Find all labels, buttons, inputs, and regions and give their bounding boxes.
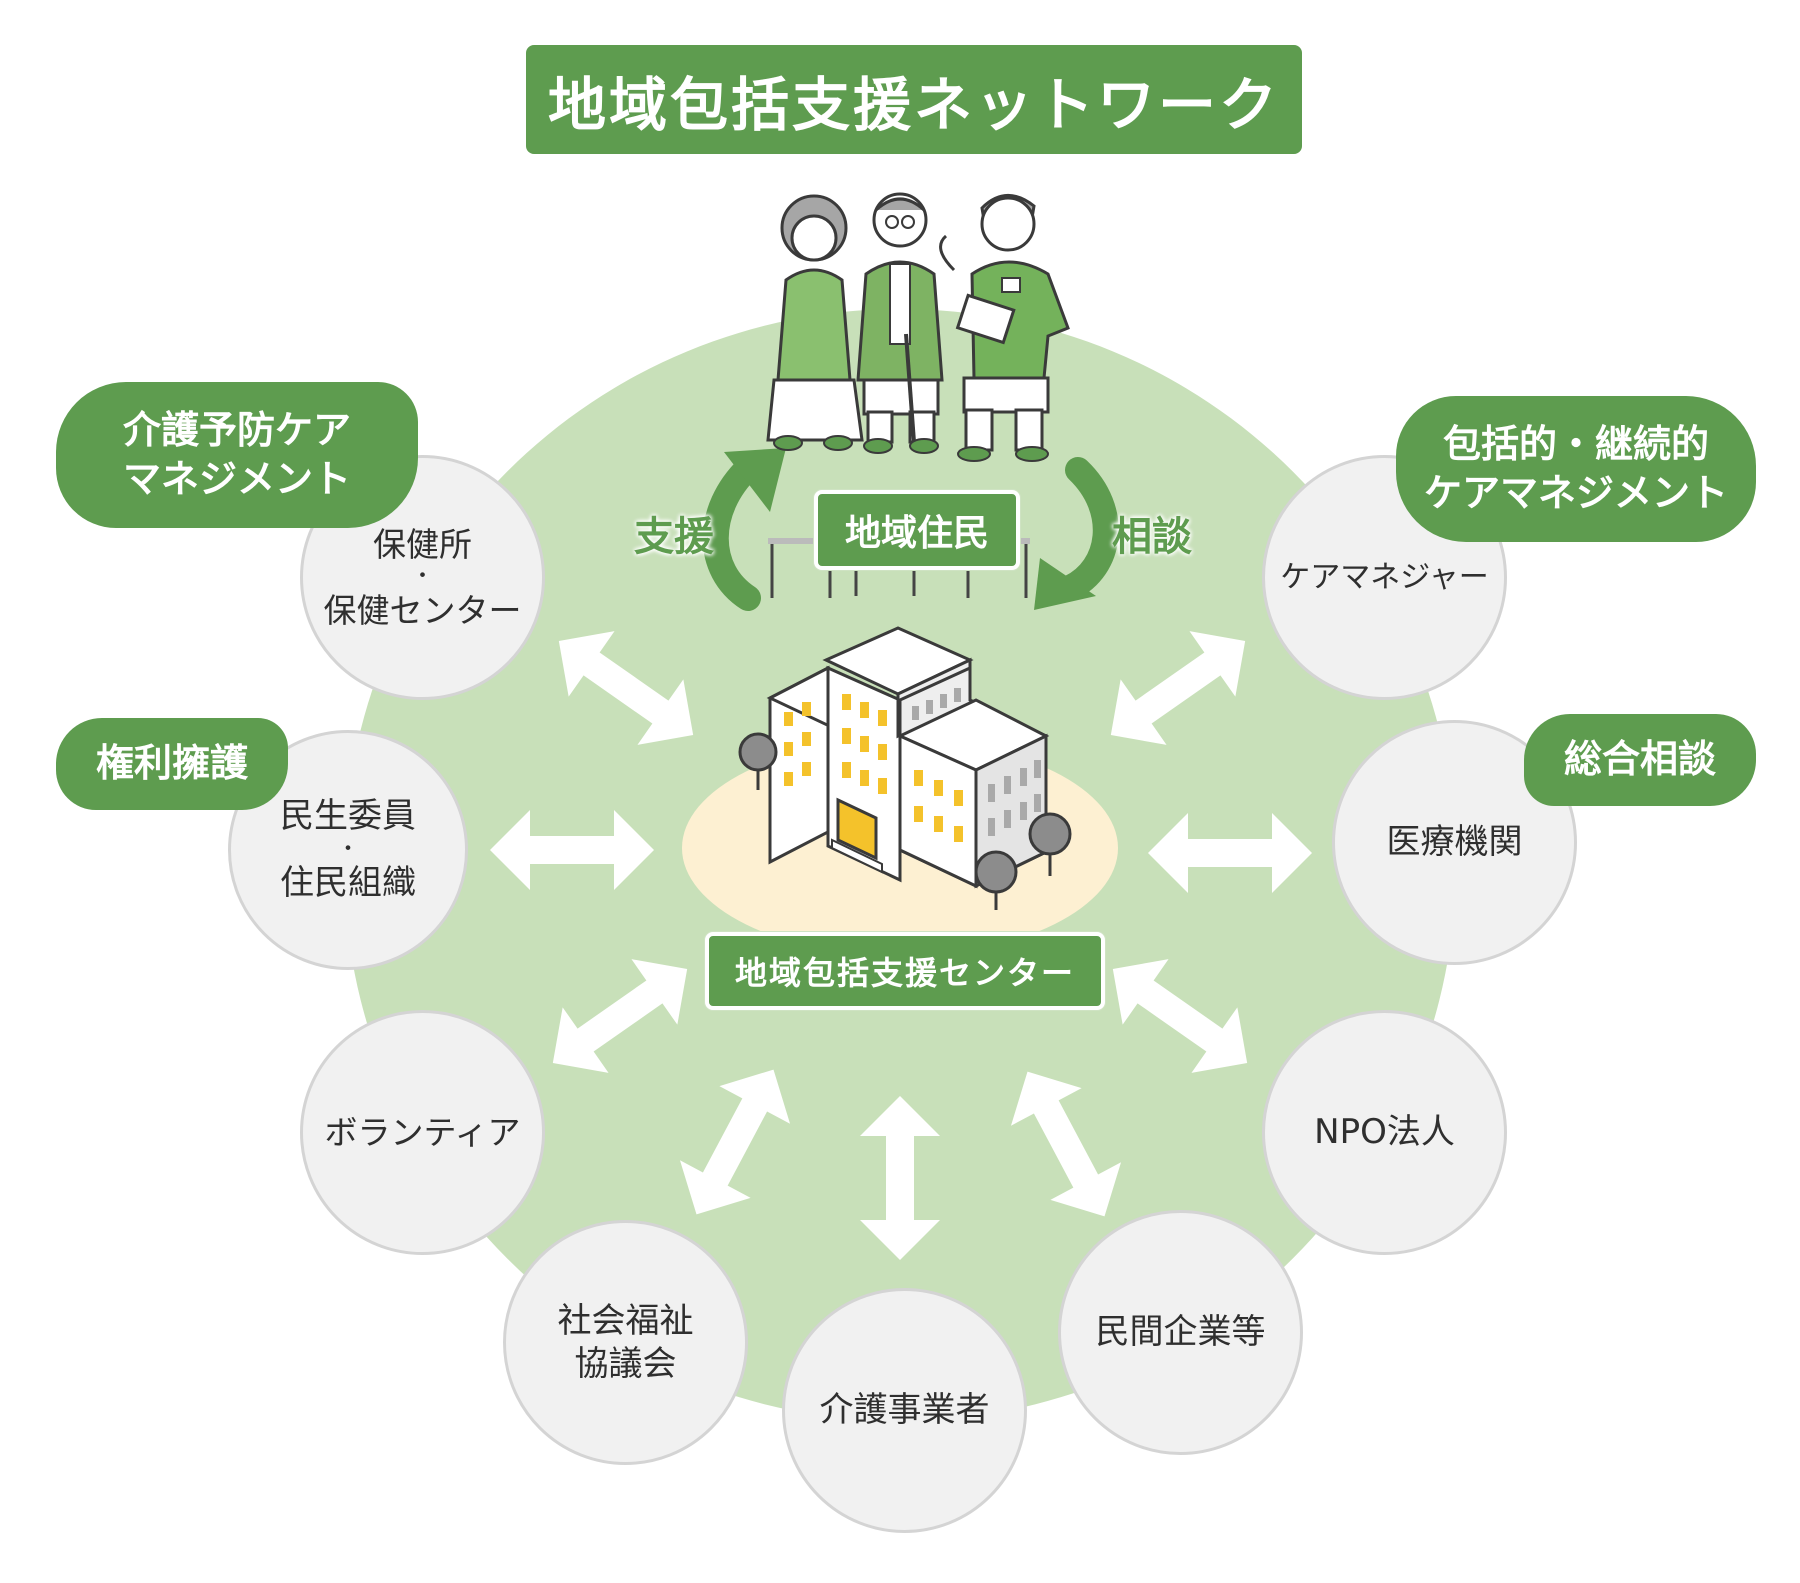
node-label: 医療機関	[1386, 822, 1523, 863]
node-label: 民間企業等	[1095, 1312, 1266, 1353]
comprehensive-care-bubble: 包括的・継続的 ケアマネジメント	[1396, 396, 1756, 542]
general-consultation-bubble: 総合相談	[1524, 714, 1756, 806]
node-label-separator: ・	[411, 564, 434, 590]
consult-arrow	[1034, 457, 1119, 610]
node-label: 民生委員	[280, 796, 416, 837]
node-label-separator: ・	[336, 836, 359, 862]
node-health-center: 保健所 ・ 保健センター	[300, 455, 545, 700]
bubble-label: マネジメント	[122, 457, 351, 501]
residents-label: 地域住民	[814, 490, 1020, 570]
support-arrow	[702, 448, 786, 611]
care-prevention-bubble: 介護予防ケア マネジメント	[56, 382, 418, 528]
node-label: 介護事業者	[819, 1390, 990, 1431]
node-volunteer: ボランティア	[300, 1010, 545, 1255]
node-label: 協議会	[574, 1343, 677, 1384]
bubble-label: 総合相談	[1563, 737, 1716, 782]
node-label: 保健所	[373, 525, 472, 565]
node-care-provider: 介護事業者	[782, 1288, 1027, 1533]
node-label: 住民組織	[280, 863, 416, 904]
diagram-title: 地域包括支援ネットワーク	[526, 45, 1302, 154]
bubble-label: 介護予防ケア	[122, 407, 351, 452]
rights-advocacy-bubble: 権利擁護	[56, 718, 288, 810]
center-building-illustration	[682, 626, 1118, 956]
node-label: ケアマネジャー	[1280, 559, 1489, 595]
support-label: 支援	[634, 514, 714, 560]
node-npo: NPO法人	[1262, 1010, 1507, 1255]
residents-illustration	[766, 192, 1070, 600]
node-social-welfare-council: 社会福祉 協議会	[503, 1220, 748, 1465]
node-welfare-commissioner: 民生委員 ・ 住民組織	[228, 730, 468, 970]
node-private-company: 民間企業等	[1058, 1210, 1303, 1455]
center-label: 地域包括支援センター	[705, 932, 1105, 1010]
bubble-label: ケアマネジメント	[1423, 471, 1728, 515]
node-label: 社会福祉	[557, 1301, 694, 1341]
consult-label: 相談	[1112, 514, 1192, 560]
node-label: ボランティア	[324, 1112, 521, 1152]
bubble-label: 権利擁護	[95, 741, 248, 786]
node-label: NPO法人	[1314, 1112, 1455, 1153]
node-label: 保健センター	[323, 590, 522, 630]
bubble-label: 包括的・継続的	[1442, 421, 1709, 466]
